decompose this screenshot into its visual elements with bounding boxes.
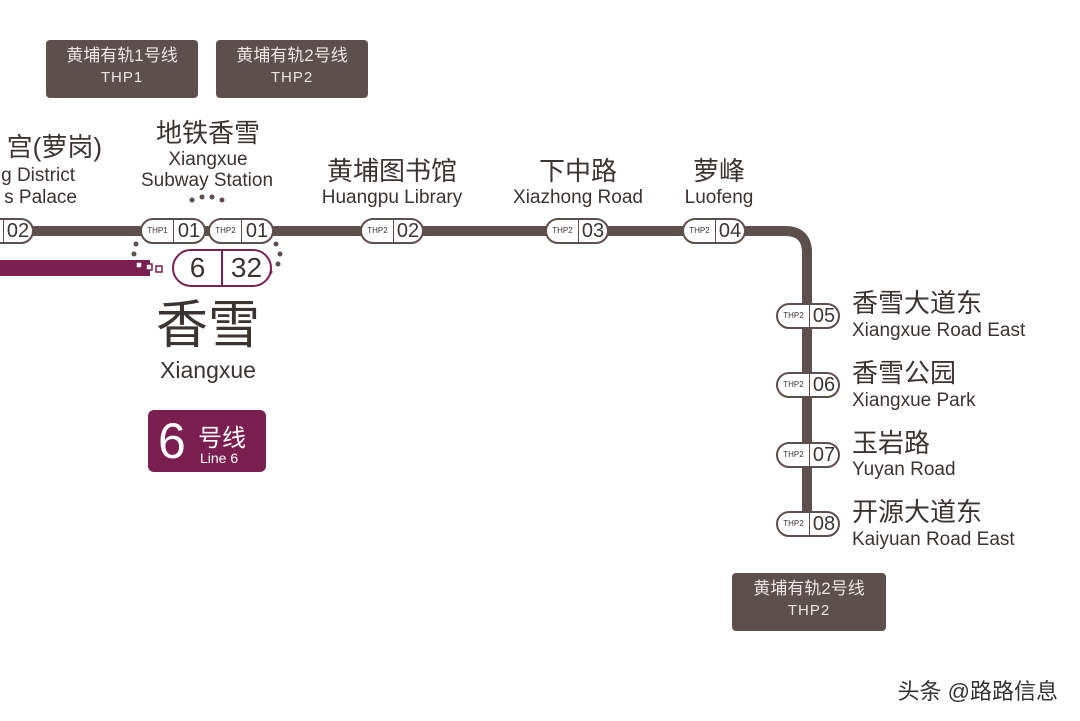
badge-code: THP2	[270, 69, 314, 86]
station-subway-en1: Xiangxue	[168, 149, 248, 170]
watermark: 头条 @路路信息	[897, 679, 1058, 704]
badge-code: THP2	[787, 602, 831, 619]
station-left-en1: g District	[1, 165, 75, 186]
badge-cn: 黄埔有轨2号线	[236, 46, 348, 65]
line6-badge-num: 6	[158, 413, 186, 469]
thp-route-line	[0, 226, 812, 525]
station-02-cn: 黄埔图书馆	[326, 156, 458, 186]
station-03-en: Xiazhong Road	[513, 187, 643, 208]
station-06-cn: 香雪公园	[852, 358, 957, 388]
transfer-passage-icon	[135, 261, 163, 273]
line6-number: 6	[174, 251, 223, 285]
station-07-cn: 玉岩路	[852, 428, 931, 458]
line6-station-pill[interactable]: 6 32	[172, 249, 272, 287]
station-subway-en2: Subway Station	[140, 170, 274, 191]
station-left-cn: 宫(萝岗)	[6, 132, 102, 162]
line6-badge-en: Line 6	[200, 450, 239, 466]
badge-code: THP1	[100, 69, 144, 86]
station-05-en: Xiangxue Road East	[852, 320, 1026, 341]
line6-badge-cn: 号线	[198, 425, 246, 452]
station-04-en: Luofeng	[684, 187, 754, 208]
station-05-cn: 香雪大道东	[852, 288, 983, 318]
station-03-cn: 下中路	[538, 156, 618, 186]
thp1-line-badge: 黄埔有轨1号线 THP1	[46, 40, 198, 98]
station-08-en: Kaiyuan Road East	[852, 529, 1015, 550]
station-pill-left[interactable]: 02	[0, 218, 34, 244]
metro-station-en: Xiangxue	[160, 357, 256, 383]
badge-cn: 黄埔有轨1号线	[66, 46, 178, 65]
station-04-cn: 萝峰	[692, 156, 746, 186]
station-08-cn: 开源大道东	[852, 497, 983, 527]
badge-cn: 黄埔有轨2号线	[753, 579, 865, 598]
line6-badge: 6 号线 Line 6	[148, 410, 266, 472]
line6-station-number: 32	[230, 252, 263, 283]
thp2-line-badge-bottom: 黄埔有轨2号线 THP2	[732, 573, 886, 631]
station-07-en: Yuyan Road	[852, 459, 956, 480]
metro-station-cn: 香雪	[155, 297, 261, 355]
station-02-en: Huangpu Library	[321, 187, 463, 208]
thp2-line-badge: 黄埔有轨2号线 THP2	[216, 40, 368, 98]
station-left-en2: s Palace	[4, 187, 77, 208]
station-subway-cn: 地铁香雪	[155, 118, 261, 148]
station-06-en: Xiangxue Park	[852, 390, 976, 411]
